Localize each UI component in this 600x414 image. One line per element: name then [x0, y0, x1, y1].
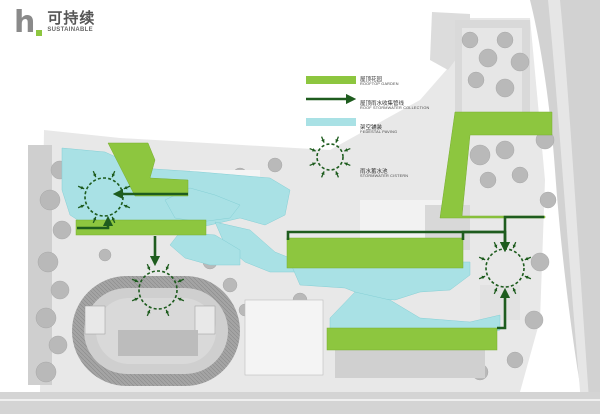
cistern-icon	[478, 241, 532, 295]
legend-label-cn: 屋顶雨水收集管线	[360, 101, 405, 107]
legend-label-en: PEDESTAL PAVING	[360, 130, 398, 134]
legend-label-cn: 屋顶花园	[360, 77, 383, 83]
legend-label-cn: 雨水蓄水池	[360, 169, 388, 175]
legend-swatches	[306, 76, 357, 178]
stormwater-arrows	[77, 188, 544, 330]
brand-logo: h 可持续 SUSTAINABLE	[14, 8, 95, 38]
legend-label-en: ROOFTOP GARDEN	[360, 82, 399, 86]
running-track	[72, 276, 240, 386]
legend-label-en: ROOF STORMWATER COLLECTION	[360, 106, 430, 110]
legend-swatch-pedestal-paving	[306, 118, 356, 126]
legend-swatch-cistern	[309, 136, 351, 178]
cistern-icon	[309, 136, 351, 178]
cistern-icon	[77, 170, 131, 224]
brand-dot-icon	[36, 30, 43, 36]
legend-label-cn: 架空铺装	[360, 125, 383, 131]
brand-text: 可持续 SUSTAINABLE	[47, 10, 95, 33]
brand-title-cn: 可持续	[47, 10, 96, 27]
brand-letter: h	[14, 5, 36, 40]
legend-label-en: STORMWATER CISTERN	[360, 174, 409, 178]
legend-swatch-roof-garden	[306, 76, 356, 84]
cistern-icon	[131, 263, 185, 317]
brand-title-en: SUSTAINABLE	[47, 27, 93, 33]
roof-gardens	[75, 111, 553, 351]
cisterns	[77, 170, 532, 317]
